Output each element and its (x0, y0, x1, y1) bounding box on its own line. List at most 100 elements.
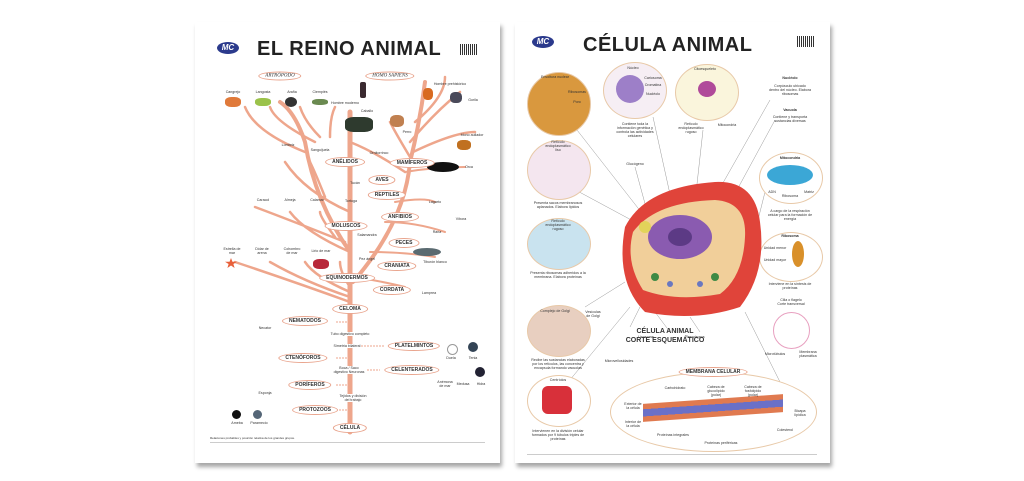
orca-picture (427, 162, 459, 172)
cytoskeleton-circle (675, 64, 739, 121)
membrane-label: Carbohidrato (664, 386, 686, 390)
lipid-bilayer-picture (643, 394, 783, 422)
cell-label: Mitocondria (779, 156, 801, 160)
animal-label: Gorila (468, 98, 478, 102)
group-label: PORÍFEROS (288, 380, 332, 390)
cell-label: Glucógeno (626, 162, 644, 166)
membrane-label: Cabeza de fosfolípido (polar) (744, 385, 762, 397)
subtitle-line: CÉLULA ANIMAL (636, 328, 694, 335)
cell-label: Envoltura nuclear (541, 75, 569, 79)
cell-label: Membrana plasmática (799, 350, 817, 358)
cell-label: Peroxisoma (685, 335, 705, 339)
cell-label: Mitocondria (717, 123, 737, 127)
animal-label: Estrella de mar (223, 247, 241, 255)
cell-label: ADN (768, 190, 776, 194)
animal-label: Almeja (284, 198, 296, 202)
animal-label: Ciempiés (312, 90, 328, 94)
group-label: PLATELMINTOS (387, 341, 441, 351)
cell-label: Retículo endoplasmático rugoso (678, 122, 704, 134)
group-label: AVES (368, 175, 396, 185)
group-label: NEMATODOS (281, 316, 329, 326)
animal-label: Tortuga (345, 199, 357, 203)
cell-membrane-panel (610, 372, 817, 452)
group-label: PROTOZOOS (292, 405, 338, 415)
trait-label: Tubo digestivo completo (330, 332, 370, 336)
animal-label: Duela (446, 356, 456, 360)
cell-label: Matriz (804, 190, 814, 194)
animal-label: Lombriz (281, 143, 295, 147)
cell-label: Complejo de Golgi (540, 309, 570, 313)
group-label: EQUINODERMOS (319, 273, 375, 283)
animal-label: Tucán (350, 181, 360, 185)
cell-label: Lisosoma (638, 335, 654, 339)
animal-label: Sanguijuela (310, 148, 330, 152)
animal-label: Perro (402, 130, 412, 134)
nucleus-circle (603, 62, 667, 119)
cell-label: Nucléolo (782, 76, 798, 80)
membrane-label: Colesterol (776, 428, 794, 432)
cilium-circle (773, 312, 810, 349)
horse-picture (345, 117, 373, 132)
cell-label: Centríolos (549, 378, 567, 382)
cell-label: Retículo endoplasmático rugoso (545, 219, 571, 231)
sea-lily-picture (313, 259, 329, 269)
animal-label: Mono aullador (460, 133, 484, 137)
mc-logo: MC (532, 36, 554, 48)
trait-label: Boca / Saco digestivo Neuronas (332, 366, 366, 374)
animal-label: Hombre prehistórico (433, 82, 467, 86)
animal-label: Anémona de mar (437, 380, 453, 388)
membrane-label: Proteínas periféricas (704, 441, 738, 445)
smooth-er-circle (527, 140, 591, 200)
hydra-picture (475, 367, 485, 377)
tapeworm-picture (468, 342, 478, 352)
membrane-title: MEMBRANA CELULAR (678, 367, 748, 377)
group-label: CTENÓFOROS (278, 353, 328, 363)
trait-label: Simetría bilateral (333, 344, 361, 348)
golgi-circle (527, 305, 591, 357)
poster-celula-animal: MC CÉLULA ANIMAL MEMBRANA CELULAR (515, 22, 830, 463)
group-label: CELENTERADOS (384, 365, 440, 375)
animal-label: Medusa (456, 382, 470, 386)
monkey-picture (457, 140, 471, 150)
cell-label: Recibe las sustancias elaboradas por los… (531, 358, 585, 370)
amoeba-picture (232, 410, 241, 419)
cell-label: Núcleo (627, 66, 639, 70)
animal-label: Pez ángel (359, 257, 375, 261)
animal-label: Dólar de arena (255, 247, 269, 255)
animal-label: Cangrejo (225, 90, 241, 94)
cell-label: Microvellosidades (604, 359, 634, 363)
poster-title: EL REINO ANIMAL (257, 38, 442, 60)
animal-label: Paramecio (250, 421, 268, 425)
membrane-label: Cabeza de glucolípido (polar) (707, 385, 725, 397)
cell-label: Interviene en la síntesis de proteínas (768, 282, 812, 290)
group-label: ANÉLIDOS (325, 157, 365, 167)
animal-label: Calamar (310, 198, 324, 202)
mitochondria-circle (759, 152, 823, 204)
cell-label: Cilia o flagelo Corte transversal (777, 298, 805, 306)
cell-label: Citoesqueleto (694, 67, 716, 71)
cell-subtitle: CÉLULA ANIMAL CORTE ESQUEMÁTICO (626, 327, 705, 345)
cell-label: Vacuola (783, 108, 797, 112)
animal-label: Tiburón blanco (423, 260, 447, 264)
cell-label: Microtúbulos (764, 352, 786, 356)
membrane-label: Bicapa lipídica (794, 409, 806, 417)
cell-label: Retículo endoplasmático liso (545, 140, 571, 152)
group-label: REPTILES (367, 190, 407, 200)
animal-label: Salamandra (357, 233, 377, 237)
cell-label: Cromatina (644, 83, 662, 87)
trait-label: Tejidos y división del trabajo (337, 394, 369, 402)
animal-label: Hidra (476, 382, 486, 386)
membrane-label: Interior de la célula (624, 420, 642, 428)
animal-label: Hombre moderno (331, 101, 359, 105)
animal-label: Necator (258, 326, 272, 330)
group-label: CORDATA (372, 285, 412, 295)
barcode (797, 36, 815, 47)
poster-title: CÉLULA ANIMAL (583, 34, 753, 56)
shark-picture (413, 248, 441, 256)
dog-picture (390, 115, 404, 127)
animal-label: Caballo (360, 109, 374, 113)
group-label: MAMÍFEROS (389, 158, 435, 168)
starfish-picture (225, 258, 237, 268)
animal-label: Lagarto (428, 200, 442, 204)
animal-label: Araña (287, 90, 297, 94)
